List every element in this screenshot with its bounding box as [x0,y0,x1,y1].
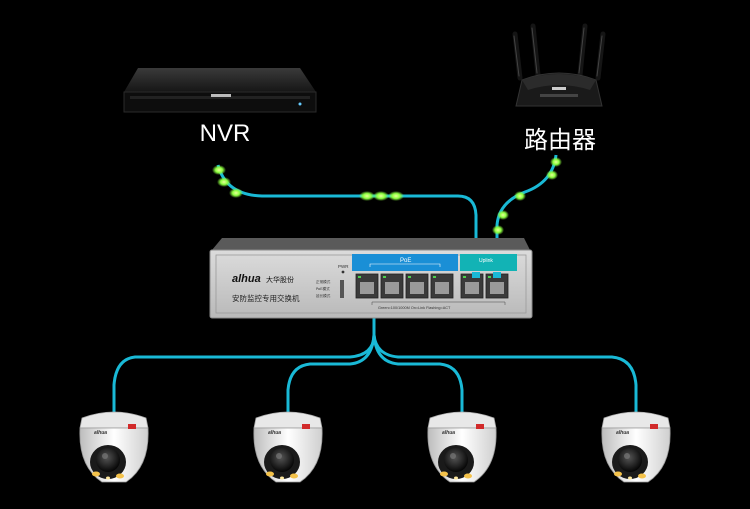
camera-brand-logo: alhua [94,430,107,436]
nvr-device [123,68,317,113]
port-caption: Green=100/1000M On=Link Flashing=ACT [378,306,451,310]
poe-header [352,254,458,271]
power-label: PWR [338,264,349,269]
router-label: 路由器 [524,126,596,154]
uplink-label: Uplink [479,258,493,264]
camera-4: alhua [601,411,671,483]
mode-selector [340,280,344,298]
switch-brand-logo: alhua [232,273,261,285]
uplink-plugs [472,272,501,278]
uplink-header [460,254,517,271]
signal-glow-marks [212,157,562,235]
router-device [512,23,606,107]
camera-3: alhua [427,411,497,483]
mode-label-poe: PoE模式 [316,286,330,291]
poe-switch: alhua 大华股份 安防监控专用交换机 PWR 正常模式 PoE模式 延长模式… [209,238,533,319]
camera-brand-logo: alhua [268,430,281,436]
camera-1: alhua [79,411,149,483]
camera-cables [112,300,638,420]
camera-brand-logo: alhua [616,430,629,436]
camera-brand-logo: alhua [442,430,455,436]
power-indicator [341,270,345,274]
mode-label-normal: 正常模式 [316,279,331,284]
ethernet-ports [355,273,509,299]
switch-brand-name: 大华股份 [266,275,294,284]
mode-label-extend: 延长模式 [316,293,331,298]
nvr-label: NVR [199,120,251,147]
switch-model-caption: 安防监控专用交换机 [232,293,300,303]
camera-2: alhua [253,411,323,483]
poe-label: PoE [400,258,411,264]
